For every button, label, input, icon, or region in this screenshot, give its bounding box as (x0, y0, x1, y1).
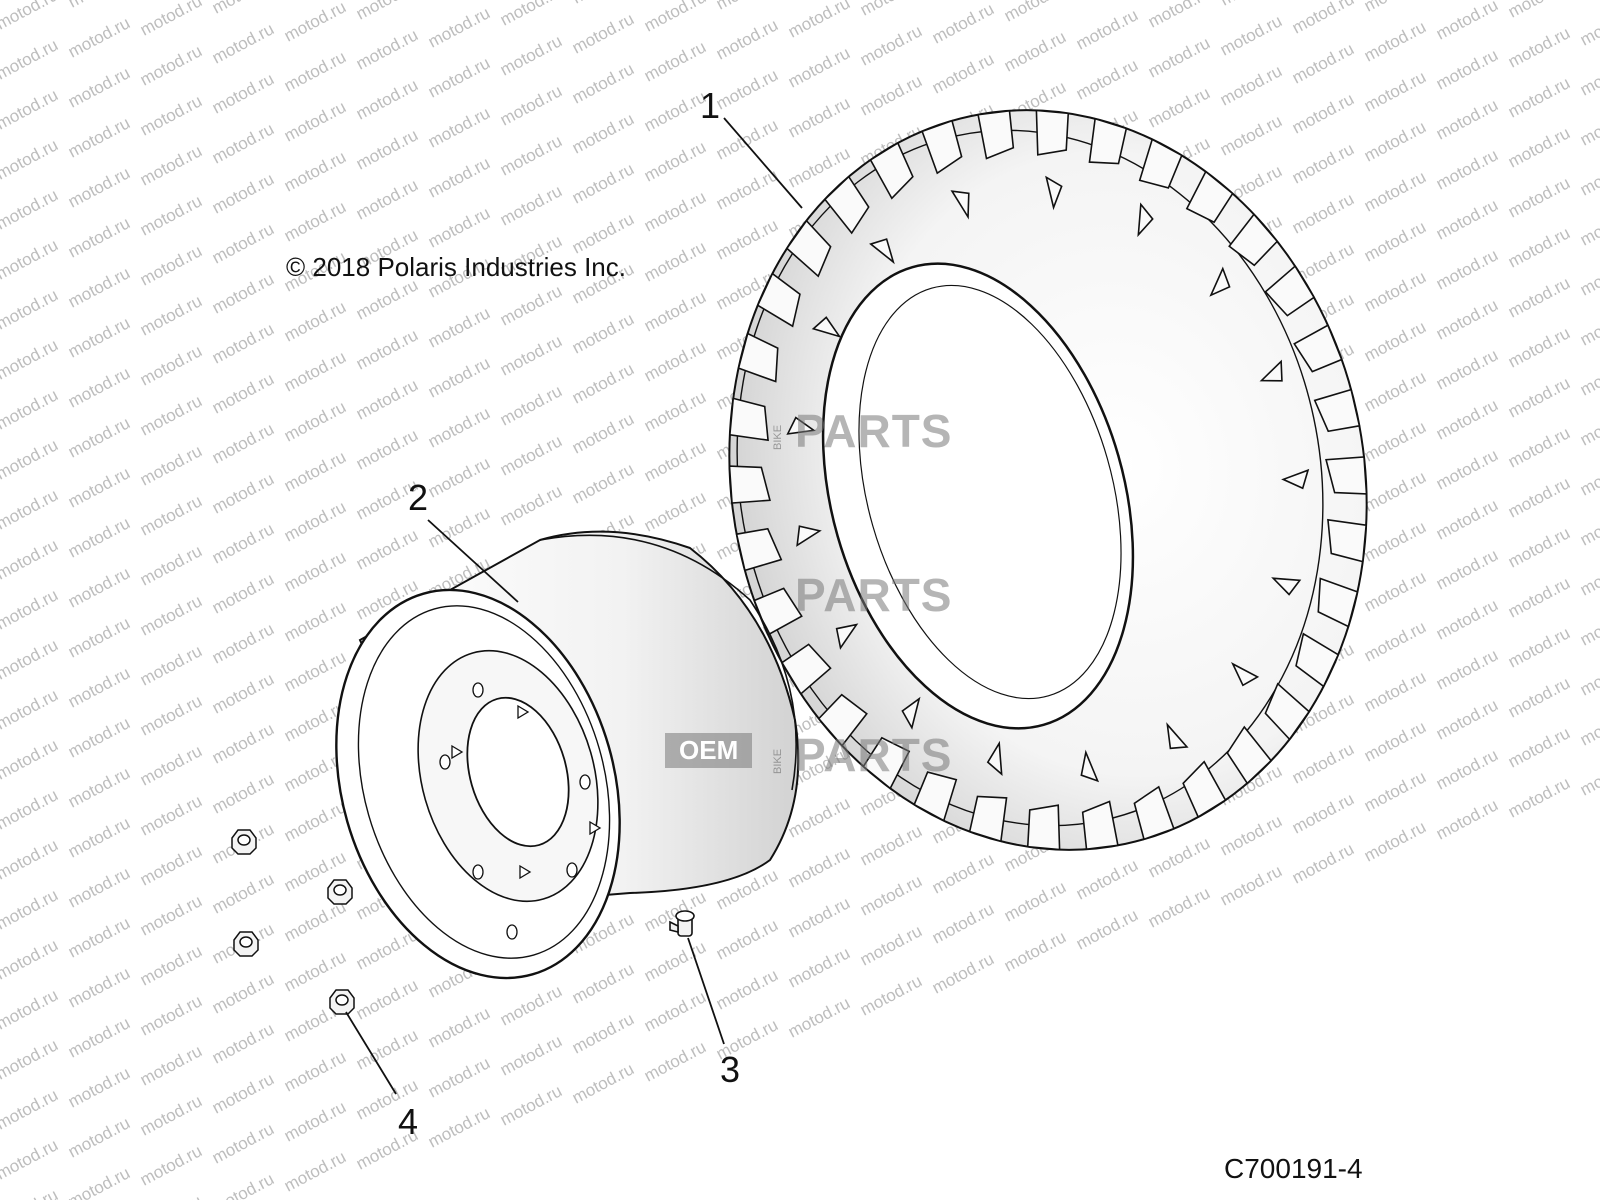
leader-lines (345, 117, 803, 1095)
tread-block (780, 643, 832, 696)
tread-lug (1166, 722, 1189, 750)
tread-block (1293, 324, 1343, 373)
figure-code: C700191-4 (1224, 1153, 1363, 1184)
tread-block (737, 332, 779, 383)
brand-watermark-3: PARTS (795, 729, 953, 781)
tread-block (921, 119, 963, 175)
tread-lug (1080, 749, 1100, 783)
tread-block (785, 219, 832, 278)
tread-block (1228, 213, 1279, 267)
tread-lug (835, 623, 859, 650)
tread-block (756, 272, 801, 328)
tread-lug (1271, 577, 1302, 596)
tread-block (1313, 388, 1361, 433)
lug-nut (327, 879, 353, 905)
tread-lug (786, 416, 816, 435)
tread-block (1133, 785, 1175, 841)
lug-nut (329, 989, 355, 1015)
valve-stem (669, 910, 695, 937)
tread-block (1138, 138, 1183, 189)
lug-nuts (231, 829, 355, 1015)
tread-lug (1259, 359, 1283, 382)
callout-3: 3 (720, 1049, 741, 1090)
tread-block (1088, 117, 1128, 165)
leader-line-2 (427, 519, 519, 603)
tread-block (1026, 804, 1061, 851)
tread-lug (869, 238, 895, 265)
tread-lug (811, 316, 842, 338)
rim-vents (451, 704, 602, 880)
wheel-rim (335, 530, 800, 980)
tire-bead-opening (821, 262, 1135, 730)
tread-lug (796, 525, 822, 547)
tread-block (753, 587, 803, 636)
callout-4: 4 (398, 1101, 419, 1142)
brand-tag-2: BIKE (772, 748, 784, 774)
lug-nut (231, 829, 257, 855)
tread-block (977, 109, 1015, 160)
tread-lug (1230, 662, 1260, 687)
leader-line-1 (723, 117, 803, 209)
brand-watermark-2: PARTS (795, 569, 953, 621)
tread-block (1035, 109, 1070, 156)
tread-lug (1281, 468, 1310, 490)
tread-block (823, 175, 870, 235)
tread-block (1081, 800, 1119, 851)
tread-lug (986, 740, 1003, 777)
tread-block (729, 397, 769, 442)
tread-lug (1137, 202, 1154, 238)
rim-center-bore (466, 696, 570, 848)
tire-tread (728, 109, 1368, 851)
tread-block (735, 527, 783, 572)
tread-lug (950, 190, 970, 220)
copyright-notice: © 2018 Polaris Industries Inc. (286, 252, 626, 282)
tread-block (862, 736, 911, 790)
tread-block (1295, 632, 1340, 688)
brand-badge-oem: OEM (665, 733, 753, 768)
tread-block (869, 141, 914, 200)
tread-lug (1209, 266, 1231, 297)
callout-1: 1 (700, 85, 721, 126)
tread-block (728, 465, 771, 504)
lug-nut (233, 931, 259, 957)
tread-block (1264, 682, 1311, 741)
brand-tag-1: BIKE (772, 424, 784, 450)
tread-block (1264, 264, 1316, 317)
leader-line-3 (687, 937, 725, 1045)
rim-bolt-holes (439, 682, 591, 940)
tread-block (1185, 170, 1234, 224)
tread-block (817, 693, 868, 747)
tread-lug (1045, 175, 1063, 211)
tread-block (1325, 456, 1368, 495)
tire (728, 109, 1368, 851)
tread-block (1317, 577, 1359, 628)
tread-block (913, 771, 958, 822)
tread-lug (901, 696, 921, 730)
tread-block (1226, 725, 1273, 785)
callout-2: 2 (408, 477, 429, 518)
leader-line-4 (345, 1011, 397, 1095)
brand-watermark-1: PARTS (795, 405, 953, 457)
tread-block (1182, 760, 1227, 819)
tread-block (1327, 518, 1367, 563)
tread-block (968, 795, 1008, 843)
